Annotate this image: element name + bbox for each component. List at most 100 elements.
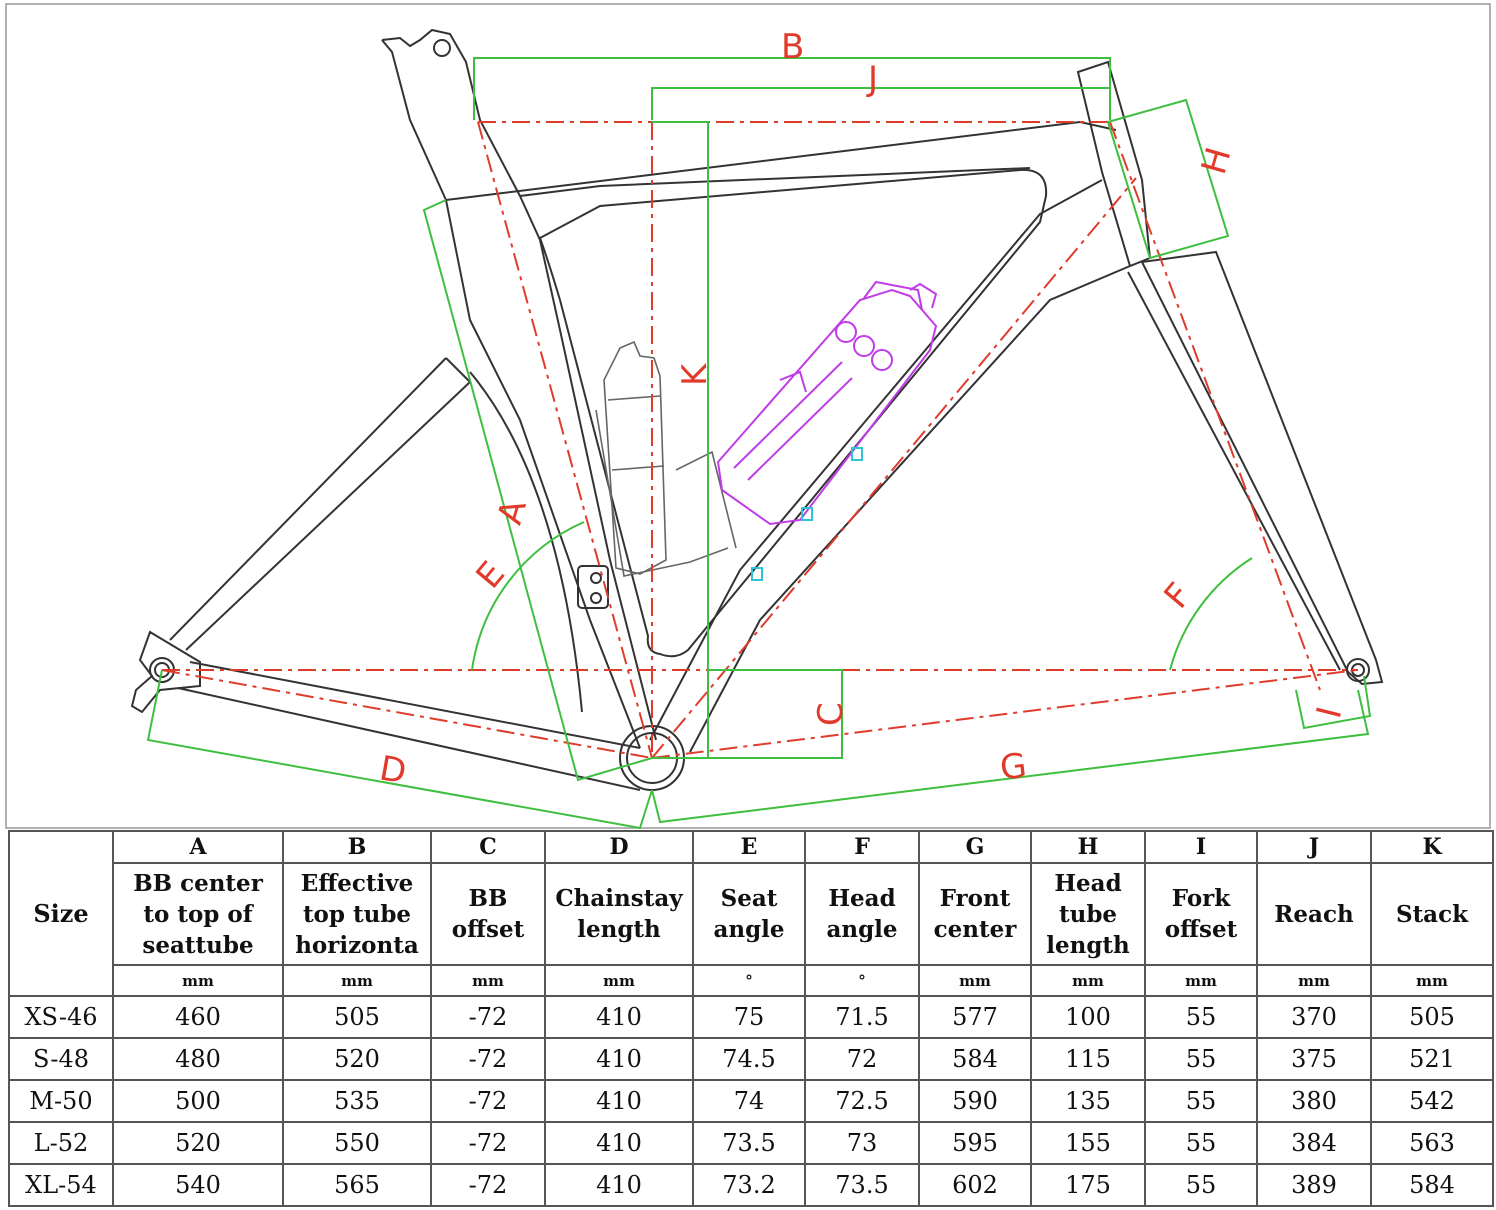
column-letter: E	[692, 830, 806, 864]
value-cell: -72	[430, 1121, 546, 1165]
value-cell: 115	[1030, 1037, 1146, 1081]
value-cell: 595	[918, 1121, 1032, 1165]
value-cell: 74.5	[692, 1037, 806, 1081]
column-description-line: BB	[468, 885, 508, 912]
value-cell: 55	[1144, 995, 1258, 1039]
label-i: I	[1309, 703, 1350, 722]
column-description: Reach	[1256, 862, 1372, 966]
value-cell: 72.5	[804, 1079, 920, 1123]
value-cell: 73.2	[692, 1163, 806, 1207]
column-unit: mm	[1370, 964, 1494, 997]
value-cell: 577	[918, 995, 1032, 1039]
label-k: K	[675, 362, 715, 386]
column-description-line: Seat	[720, 885, 778, 912]
column-letter: G	[918, 830, 1032, 864]
value-cell: 550	[282, 1121, 432, 1165]
column-unit: mm	[1256, 964, 1372, 997]
value-cell: 520	[112, 1121, 284, 1165]
value-cell: -72	[430, 1037, 546, 1081]
column-unit: mm	[918, 964, 1032, 997]
column-description-line: horizonta	[295, 931, 419, 959]
value-cell: 155	[1030, 1121, 1146, 1165]
column-description: Head angle	[804, 862, 920, 966]
column-letter: I	[1144, 830, 1258, 864]
value-cell: 71.5	[804, 995, 920, 1039]
value-cell: -72	[430, 1079, 546, 1123]
column-description-line: Reach	[1274, 900, 1354, 928]
column-letter: B	[282, 830, 432, 864]
column-description-line: Effective	[300, 869, 414, 897]
column-unit: mm	[1030, 964, 1146, 997]
dimension-lines	[146, 57, 1372, 830]
label-c: C	[811, 702, 851, 726]
value-cell: 389	[1256, 1163, 1372, 1207]
label-g: G	[998, 746, 1029, 789]
value-cell: -72	[430, 995, 546, 1039]
column-description-line: offset	[451, 916, 525, 943]
value-cell: 563	[1370, 1121, 1494, 1165]
value-cell: 602	[918, 1163, 1032, 1207]
value-cell: 410	[544, 1163, 694, 1207]
column-description-line: to top of	[143, 900, 253, 928]
column-unit: °	[804, 964, 920, 997]
column-description-line: center	[933, 916, 1017, 943]
value-cell: 410	[544, 1121, 694, 1165]
column-description-line: seattube	[142, 931, 254, 959]
column-letter: D	[544, 830, 694, 864]
column-unit: °	[692, 964, 806, 997]
column-unit: mm	[430, 964, 546, 997]
column-unit: mm	[1144, 964, 1258, 997]
value-cell: 542	[1370, 1079, 1494, 1123]
column-description-line: Fork	[1171, 885, 1231, 912]
value-cell: -72	[430, 1163, 546, 1207]
value-cell: 73.5	[692, 1121, 806, 1165]
column-description-line: Head	[828, 885, 896, 912]
size-cell: M-50	[8, 1079, 114, 1123]
column-unit: mm	[282, 964, 432, 997]
label-a: A	[490, 495, 535, 528]
column-description-line: tube	[1058, 900, 1118, 928]
value-cell: 72	[804, 1037, 920, 1081]
value-cell: 74	[692, 1079, 806, 1123]
bottle-bolt-icons	[751, 447, 863, 581]
value-cell: 584	[918, 1037, 1032, 1081]
label-b: B	[781, 27, 804, 67]
column-description-line: length	[577, 916, 661, 943]
column-letter: C	[430, 830, 546, 864]
value-cell: 135	[1030, 1079, 1146, 1123]
bike-frame-outline	[130, 28, 1384, 791]
size-cell: S-48	[8, 1037, 114, 1081]
frame-geometry-drawing: B J H K A E F C D G I	[5, 3, 1491, 830]
value-cell: 505	[1370, 995, 1494, 1039]
value-cell: 521	[1370, 1037, 1494, 1081]
column-description-line: length	[1046, 931, 1130, 959]
size-cell: XL-54	[8, 1163, 114, 1207]
column-letter: J	[1256, 830, 1372, 864]
value-cell: 384	[1256, 1121, 1372, 1165]
dimension-labels: B J H K A E F C D G I	[377, 27, 1351, 792]
size-cell: L-52	[8, 1121, 114, 1165]
column-description: Stack	[1370, 862, 1494, 966]
value-cell: 55	[1144, 1121, 1258, 1165]
bottle-downtube-icon	[716, 280, 938, 526]
value-cell: 410	[544, 1079, 694, 1123]
column-description: BB offset	[430, 862, 546, 966]
value-cell: 505	[282, 995, 432, 1039]
size-cell: XS-46	[8, 995, 114, 1039]
column-unit: mm	[544, 964, 694, 997]
column-unit: mm	[112, 964, 284, 997]
label-j: J	[866, 59, 878, 99]
column-description-line: angle	[826, 916, 898, 943]
value-cell: 73.5	[804, 1163, 920, 1207]
